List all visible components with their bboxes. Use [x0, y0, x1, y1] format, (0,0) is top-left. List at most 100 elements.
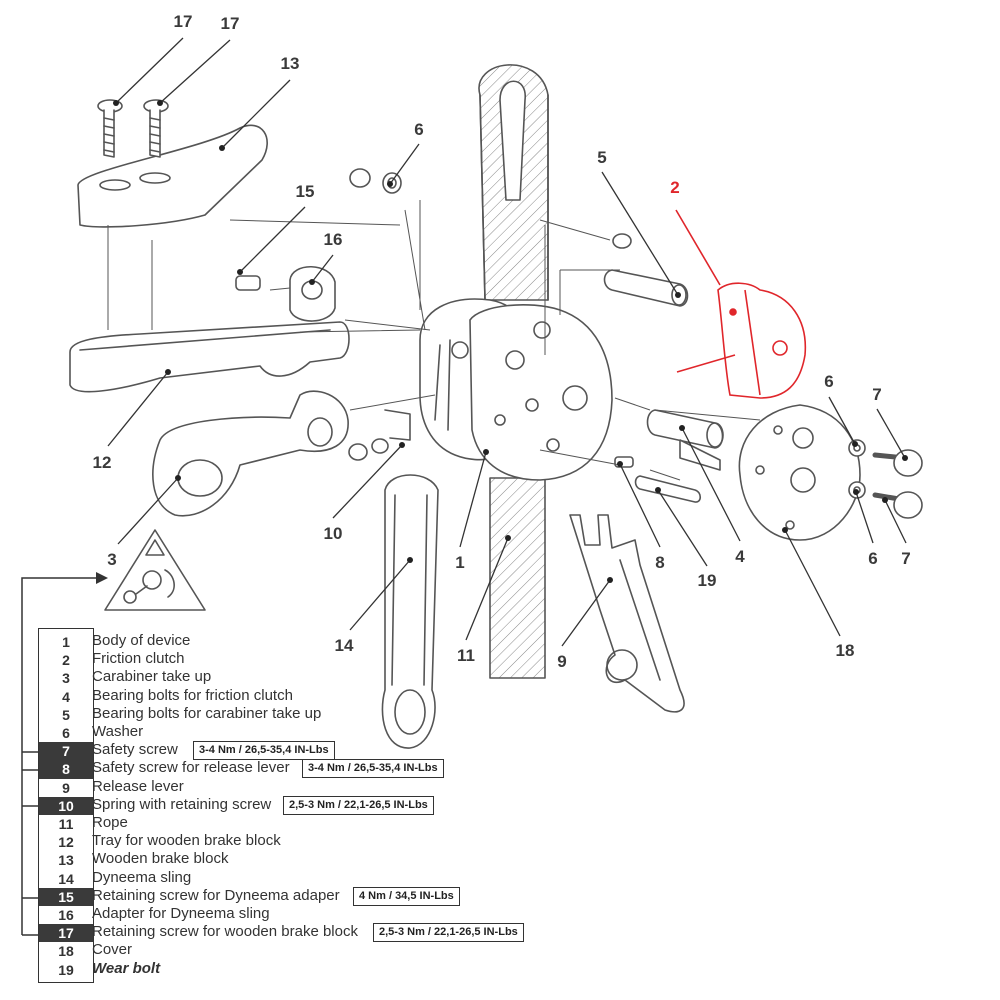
legend-row: 15	[39, 887, 93, 906]
legend-number: 6	[62, 725, 70, 741]
leader-line	[601, 171, 679, 296]
callout-3: 3	[107, 550, 117, 569]
callout-18: 18	[835, 641, 855, 660]
legend-label: Safety screw for release lever	[92, 759, 290, 777]
leader-dot	[607, 577, 613, 583]
leader-line	[884, 499, 907, 544]
legend-label: Wooden brake block	[92, 850, 229, 868]
adapter-16-part	[289, 266, 336, 322]
callout-7-bottom: 7	[901, 549, 911, 568]
bearing-bolt-5-part	[603, 233, 689, 307]
legend-label: Bearing bolts for friction clutch	[92, 686, 293, 704]
callout-6-right-bottom: 6	[868, 549, 878, 568]
leader-line	[657, 489, 708, 567]
leader-line	[561, 579, 611, 647]
callout-6-right-top: 6	[824, 372, 834, 391]
legend-number: 5	[62, 706, 70, 723]
leader-line	[117, 477, 179, 545]
leader-line	[828, 396, 856, 445]
leader-dot	[675, 292, 681, 298]
legend-row: 19	[39, 961, 93, 979]
leader-dot	[237, 269, 243, 275]
leader-line	[159, 39, 231, 104]
leader-line	[681, 427, 741, 542]
legend-number: 1	[62, 634, 70, 650]
legend-label: Body of device	[92, 632, 191, 649]
callout-4: 4	[735, 547, 745, 566]
callout-1: 1	[455, 553, 465, 572]
bearing-bolt-4-part	[646, 409, 724, 471]
legend-label: Friction clutch	[92, 650, 185, 668]
legend-label: Wear bolt	[92, 959, 161, 977]
torque-spec: 4 Nm / 34,5 IN-Lbs	[353, 886, 460, 906]
leader-dot	[882, 497, 888, 503]
callout-5: 5	[597, 148, 607, 167]
spring-10-part	[348, 409, 411, 461]
legend-number: 18	[58, 943, 74, 960]
leader-dot	[853, 489, 859, 495]
callout-7-top: 7	[872, 385, 882, 404]
torque-spec: 3-4 Nm / 26,5-35,4 IN-Lbs	[302, 759, 444, 779]
tray-part	[69, 321, 350, 393]
leader-dot	[157, 100, 163, 106]
callout-17a: 17	[173, 12, 193, 31]
leader-dot	[165, 369, 171, 375]
callout-10: 10	[323, 524, 343, 543]
callout-13: 13	[280, 54, 300, 73]
washer-6-top-part	[349, 168, 402, 194]
legend-label: Tray for wooden brake block	[92, 832, 281, 850]
torque-spec: 2,5-3 Nm / 22,1-26,5 IN-Lbs	[373, 923, 524, 943]
legend-number: 15	[39, 887, 93, 906]
alignment-lines	[107, 200, 761, 481]
callout-12: 12	[92, 453, 112, 472]
legend-number: 9	[62, 779, 70, 796]
legend-label: Spring with retaining screw	[92, 795, 272, 813]
legend-number: 16	[58, 907, 74, 923]
legend-number: 2	[62, 652, 70, 669]
leader-dot	[852, 441, 858, 447]
legend-row: 1	[39, 633, 93, 651]
legend-number: 12	[58, 834, 74, 851]
legend-row: 7	[39, 742, 93, 761]
torque-spec: 2,5-3 Nm / 22,1-26,5 IN-Lbs	[283, 795, 434, 815]
leader-line	[349, 559, 411, 631]
leader-line	[784, 529, 841, 637]
callout-9: 9	[557, 652, 567, 671]
callout-14: 14	[334, 636, 354, 655]
legend-label: Adapter for Dyneema sling	[92, 905, 270, 922]
legend-row: 13	[39, 851, 93, 869]
callout-6-top: 6	[414, 120, 424, 139]
legend-number: 14	[58, 870, 74, 887]
legend-row: 16	[39, 906, 93, 924]
legend-number: 13	[58, 852, 74, 869]
legend-label: Dyneema sling	[92, 868, 192, 886]
callout-8: 8	[655, 553, 665, 572]
callout-16: 16	[323, 230, 343, 249]
leader-line	[115, 37, 184, 104]
legend-number: 11	[58, 816, 74, 832]
leader-line	[332, 444, 403, 519]
legend-label: Washer	[92, 723, 144, 740]
legend-row: 11	[39, 815, 93, 833]
legend-label: Release lever	[92, 777, 184, 795]
leader-line	[855, 491, 874, 544]
legend-number: 7	[39, 742, 93, 761]
leader-line	[239, 206, 306, 273]
legend-row: 6	[39, 724, 93, 742]
legend-row: 17	[39, 924, 93, 943]
leader-dot	[399, 442, 405, 448]
dyneema-sling-part	[381, 474, 439, 749]
legend-row: 12	[39, 833, 93, 851]
callout-19: 19	[697, 571, 717, 590]
leader-dot	[655, 487, 661, 493]
legend-number: 4	[62, 688, 70, 705]
legend-row: 5	[39, 706, 93, 724]
leader-dot	[505, 535, 511, 541]
friction-clutch-part	[675, 209, 807, 399]
legend-label: Retaining screw for wooden brake block	[92, 923, 358, 941]
leader-line	[107, 371, 169, 447]
callout-17b: 17	[220, 14, 240, 33]
